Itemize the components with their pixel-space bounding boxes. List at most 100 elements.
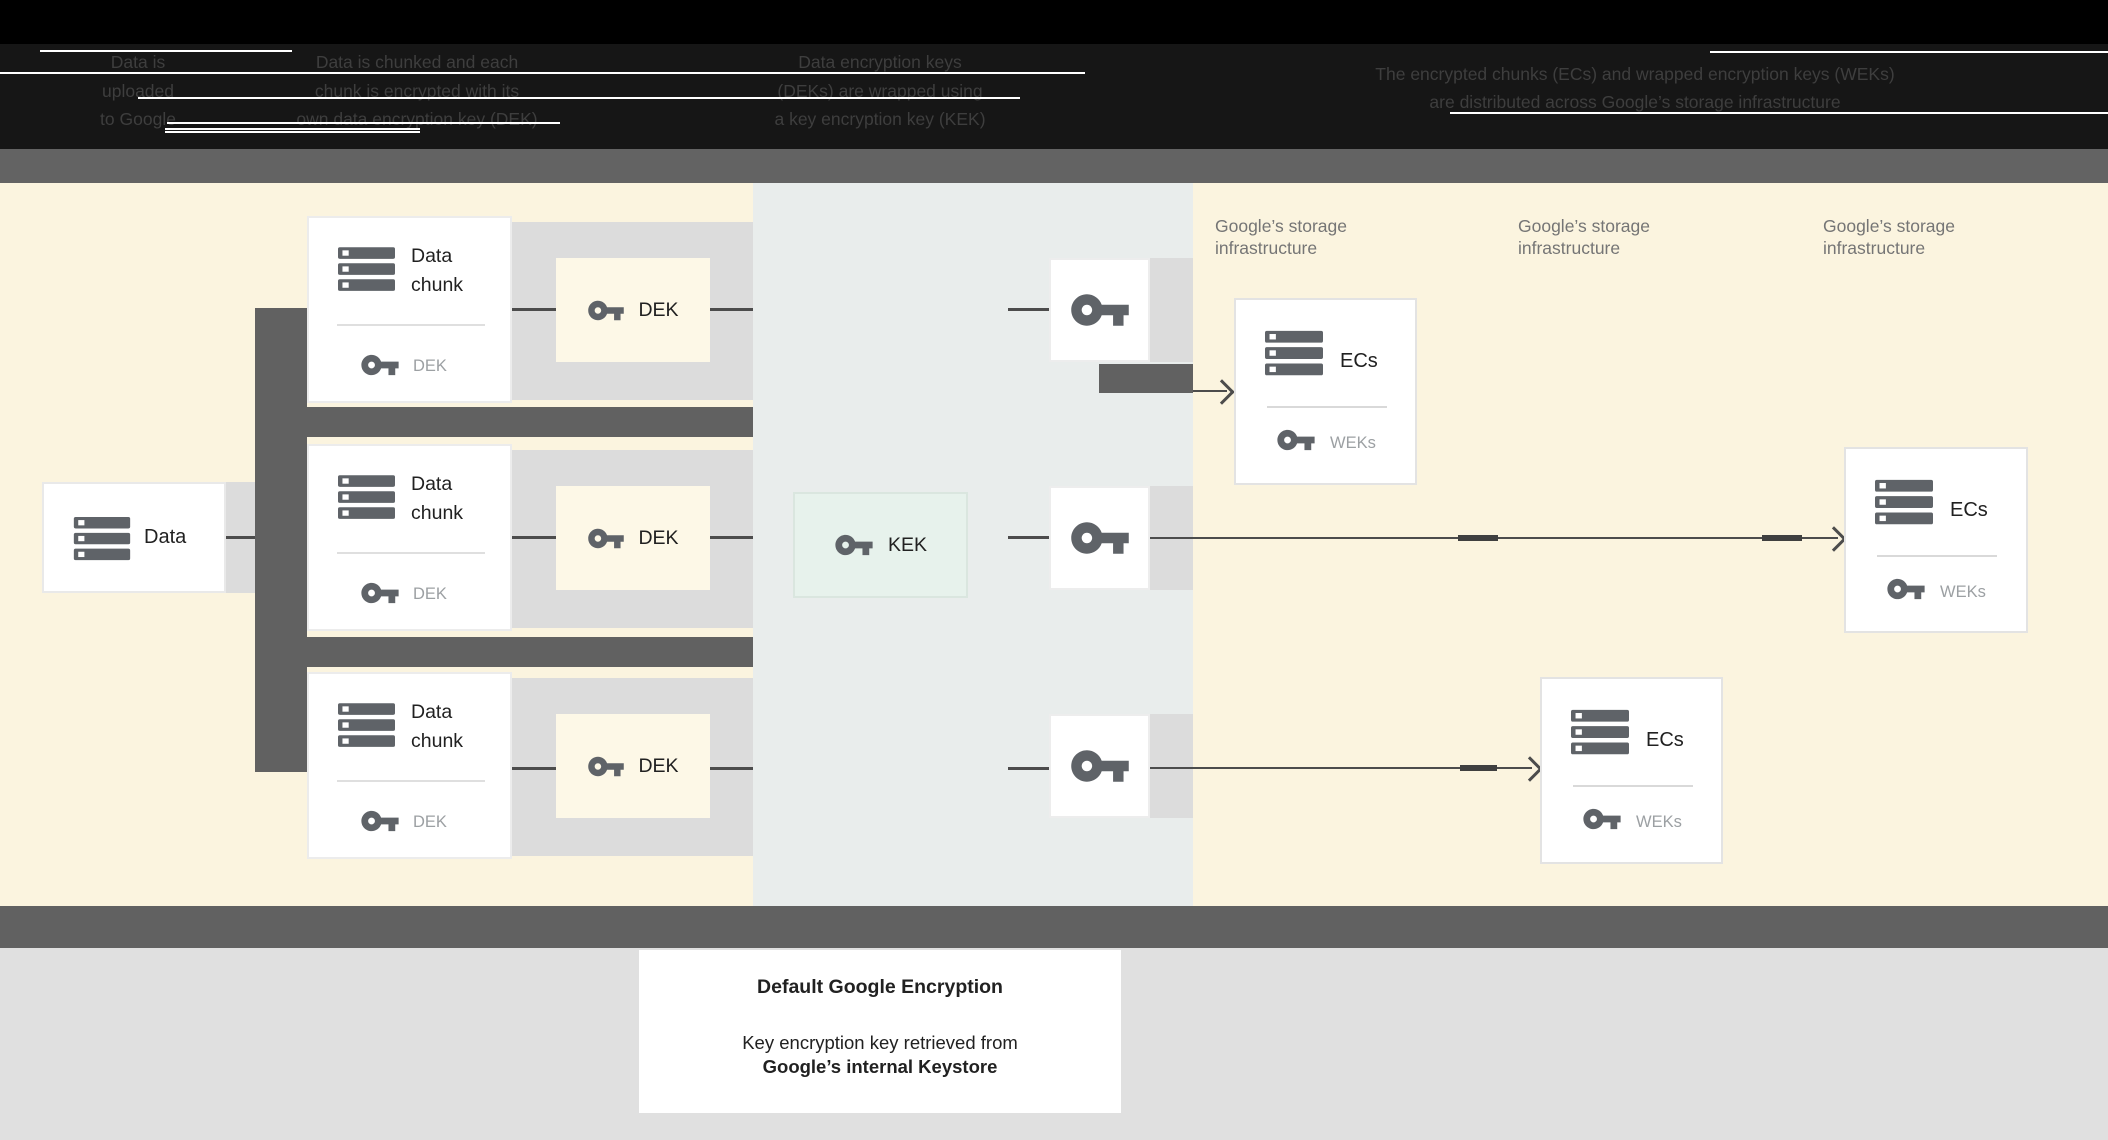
chunk-row-2: Data chunk DEK DEK: [0, 444, 2108, 631]
storage-label-line: infrastructure: [1823, 238, 1926, 258]
data-box: Data: [42, 482, 226, 593]
chunk-title-line: chunk: [411, 729, 464, 752]
legend-line-2: Google’s internal Keystore: [762, 1056, 998, 1077]
ecs-box-2: ECs WEKs: [1844, 447, 2028, 633]
connector-line: [710, 308, 753, 311]
wrap-key-box: [1049, 486, 1150, 590]
footer-area: Default Google Encryption Key encryption…: [0, 948, 2108, 1140]
connector-line: [1008, 767, 1049, 770]
divider: [1877, 555, 1997, 557]
header-step-4: The encrypted chunks (ECs) and wrapped e…: [1315, 60, 1955, 116]
connector-line: [512, 308, 556, 311]
dek-box-label: DEK: [638, 298, 679, 321]
connector-line: [1008, 536, 1049, 539]
key-icon: [1070, 522, 1129, 554]
kek-box-label: KEK: [887, 533, 928, 556]
key-icon: [361, 354, 399, 376]
header-underline: [40, 50, 292, 52]
chunk-title: Data chunk: [411, 242, 463, 299]
server-icon: [338, 247, 395, 291]
header-underline: [0, 72, 1085, 74]
chunk-key-label: DEK: [413, 813, 447, 831]
header-underline: [1450, 112, 2108, 114]
header-step-1: Data is uploaded to Google: [38, 48, 238, 134]
dek-box: DEK: [556, 714, 710, 818]
step-3-line: Data encryption keys: [798, 52, 962, 72]
header-underline: [1710, 51, 2108, 53]
legend-line-1: Key encryption key retrieved from: [742, 1032, 1018, 1053]
arrow-joint: [1460, 765, 1497, 771]
storage-label-line: Google’s storage: [1215, 216, 1347, 236]
fanout-band-2: [255, 637, 753, 667]
dek-box: DEK: [556, 486, 710, 590]
ecs-box-1: ECs WEKs: [1234, 298, 1417, 485]
server-icon: [338, 703, 395, 747]
step-1-line: uploaded: [101, 80, 175, 101]
storage-label-line: infrastructure: [1215, 238, 1318, 258]
weks-label: WEKs: [1330, 434, 1376, 452]
header-underline: [165, 131, 420, 133]
header-step-3: Data encryption keys (DEKs) are wrapped …: [730, 48, 1030, 134]
connector-line: [512, 767, 556, 770]
data-connector-line: [226, 536, 260, 539]
fanout-band-1: [255, 407, 753, 437]
divider: [1267, 406, 1387, 408]
step-2-line: chunk is encrypted with its: [314, 80, 520, 101]
legend-note-box: Default Google Encryption Key encryption…: [639, 950, 1121, 1113]
key-icon: [1070, 750, 1129, 782]
chunk-title-line: Data: [411, 701, 453, 723]
header-underline: [165, 128, 420, 130]
ecs-label: ECs: [1950, 499, 1988, 521]
step-1-line: Data is: [110, 52, 166, 72]
key-box-gray-strip: [1150, 258, 1193, 362]
storage-label-line: Google’s storage: [1518, 216, 1650, 236]
key-icon: [835, 534, 873, 556]
storage-label-2: Google’s storage infrastructure: [1518, 215, 1738, 259]
step-1-line: to Google: [100, 109, 176, 129]
separator-band-bottom: [0, 906, 2108, 948]
data-chunk-box: Data chunk DEK: [307, 216, 512, 403]
server-icon: [338, 475, 395, 519]
header-step-2: Data is chunked and each chunk is encryp…: [267, 48, 567, 134]
divider: [337, 780, 485, 782]
storage-label-3: Google’s storage infrastructure: [1823, 215, 2043, 259]
storage-label-line: infrastructure: [1518, 238, 1621, 258]
key-icon: [588, 528, 625, 548]
key-icon: [1070, 294, 1129, 326]
header-top-strip: [0, 0, 2108, 44]
chunk-key-label: DEK: [413, 357, 447, 375]
key-box-gray-strip: [1150, 714, 1193, 818]
step-2-line: own data encryption key (DEK): [296, 109, 538, 129]
connector-line: [710, 536, 753, 539]
weks-label: WEKs: [1940, 583, 1986, 601]
key-icon: [1887, 578, 1925, 600]
server-icon: [1571, 709, 1629, 755]
ecs-label: ECs: [1340, 350, 1378, 372]
data-box-label: Data: [144, 526, 187, 548]
step-3-line: (DEKs) are wrapped using: [777, 80, 983, 101]
kek-box: KEK: [793, 492, 968, 598]
header-underline: [167, 122, 560, 124]
chunk-title: Data chunk: [411, 470, 463, 527]
step-3-line: a key encryption key (KEK): [774, 109, 986, 129]
key-icon: [361, 582, 399, 604]
chunk-row-1: Data chunk DEK DEK: [0, 216, 2108, 403]
arrow-joint: [1762, 535, 1802, 541]
key-icon: [588, 756, 625, 776]
wrap-key-box: [1049, 714, 1150, 818]
chunk-title-line: Data: [411, 473, 453, 495]
divider: [337, 552, 485, 554]
chunk-title-line: Data: [411, 245, 453, 267]
arrow-joint: [1458, 535, 1498, 541]
ecs-label: ECs: [1646, 729, 1684, 751]
divider: [337, 324, 485, 326]
separator-band-top: [0, 149, 2108, 183]
key-icon: [361, 810, 399, 832]
server-icon: [1875, 479, 1933, 525]
key-icon: [1277, 429, 1315, 451]
ecs-box-3: ECs WEKs: [1540, 677, 1723, 864]
wrapped-key-band: [1099, 364, 1193, 393]
server-icon: [1265, 330, 1323, 376]
data-chunk-box: Data chunk DEK: [307, 444, 512, 631]
